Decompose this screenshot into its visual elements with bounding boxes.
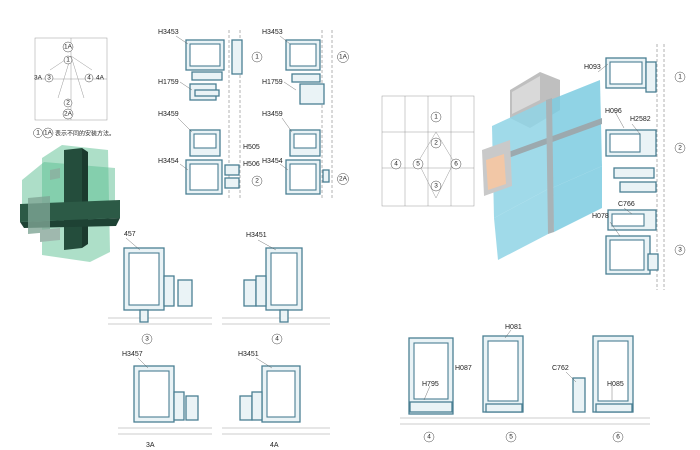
right-marker-3: 3 xyxy=(678,247,682,254)
marker-1a: 1A xyxy=(64,44,73,51)
elevation-grid-a: 1A 1 3A 3 4 4A 2 2A 1 1A 表示不同的安装方法。 xyxy=(33,37,115,139)
grid-marker-1: 1 xyxy=(434,114,438,121)
bottom-marker-4: 4 xyxy=(427,434,431,441)
elevation-grid-b: 1 2 3 4 5 6 xyxy=(381,95,475,207)
label-h085: H085 xyxy=(607,381,624,388)
section-marker-3a: 3A xyxy=(146,442,155,449)
label-h1759-b: H1759 xyxy=(262,79,283,86)
3d-node-illustration-green xyxy=(20,145,120,262)
marker-1: 1 xyxy=(66,57,70,64)
bottom-marker-5: 5 xyxy=(509,434,513,441)
label-c766: C766 xyxy=(618,201,635,208)
section-bottom-right: H081 H795 H087 C762 H085 4 5 6 xyxy=(400,324,650,443)
section-1-2: H3453 H1759 H3459 H3454 H505 H506 1 2 xyxy=(158,29,263,200)
section-4: H3451 4 xyxy=(222,232,330,345)
right-marker-1: 1 xyxy=(678,74,682,81)
section-4a: H3451 4A xyxy=(222,351,330,449)
label-h3459: H3459 xyxy=(158,111,179,118)
3d-node-illustration-glass xyxy=(482,72,602,260)
grid-marker-3: 3 xyxy=(434,183,438,190)
bottom-marker-6: 6 xyxy=(616,434,620,441)
grid-marker-2: 2 xyxy=(434,140,438,147)
label-457: 457 xyxy=(124,231,136,238)
label-h3457: H3457 xyxy=(122,351,143,358)
label-h505: H505 xyxy=(243,144,260,151)
label-h3453: H3453 xyxy=(158,29,179,36)
label-h087: H087 xyxy=(455,365,472,372)
label-h3451-b: H3451 xyxy=(238,351,259,358)
label-c762: C762 xyxy=(552,365,569,372)
label-h2582: H2582 xyxy=(630,116,651,123)
label-h093: H093 xyxy=(584,64,601,71)
grid-marker-5: 5 xyxy=(416,161,420,168)
label-h081: H081 xyxy=(505,324,522,331)
label-h096: H096 xyxy=(605,108,622,115)
grid-marker-4: 4 xyxy=(394,161,398,168)
marker-3: 3 xyxy=(47,75,51,82)
label-h078: H078 xyxy=(592,213,609,220)
marker-4: 4 xyxy=(87,75,91,82)
section-marker-3: 3 xyxy=(145,336,149,343)
label-h3451: H3451 xyxy=(246,232,267,239)
legend-marker-1: 1 xyxy=(36,130,40,137)
legend-text: 表示不同的安装方法。 xyxy=(55,130,115,138)
section-1a-2a: H3453 H1759 H3459 H3454 1A 2A xyxy=(262,29,349,200)
section-3: 457 3 xyxy=(108,231,212,345)
label-h1759: H1759 xyxy=(158,79,179,86)
marker-3a: 3A xyxy=(34,75,43,82)
label-h795: H795 xyxy=(422,381,439,388)
label-h506: H506 xyxy=(243,161,260,168)
label-h3454: H3454 xyxy=(158,158,179,165)
right-marker-2: 2 xyxy=(678,145,682,152)
marker-2: 2 xyxy=(66,100,70,107)
section-marker-4: 4 xyxy=(275,336,279,343)
label-h3459-b: H3459 xyxy=(262,111,283,118)
marker-4a: 4A xyxy=(96,75,105,82)
legend-marker-1a: 1A xyxy=(44,130,53,137)
label-h3453-b: H3453 xyxy=(262,29,283,36)
marker-2a: 2A xyxy=(64,111,73,118)
section-marker-1a: 1A xyxy=(339,54,348,61)
section-marker-2a: 2A xyxy=(339,176,348,183)
section-marker-1: 1 xyxy=(255,54,259,61)
grid-marker-6: 6 xyxy=(454,161,458,168)
label-h3454-b: H3454 xyxy=(262,158,283,165)
section-right: H093 H096 H2582 C766 H078 1 2 3 xyxy=(584,44,686,290)
section-3a: H3457 3A xyxy=(118,351,212,449)
section-marker-4a: 4A xyxy=(270,442,279,449)
section-marker-2: 2 xyxy=(255,178,259,185)
